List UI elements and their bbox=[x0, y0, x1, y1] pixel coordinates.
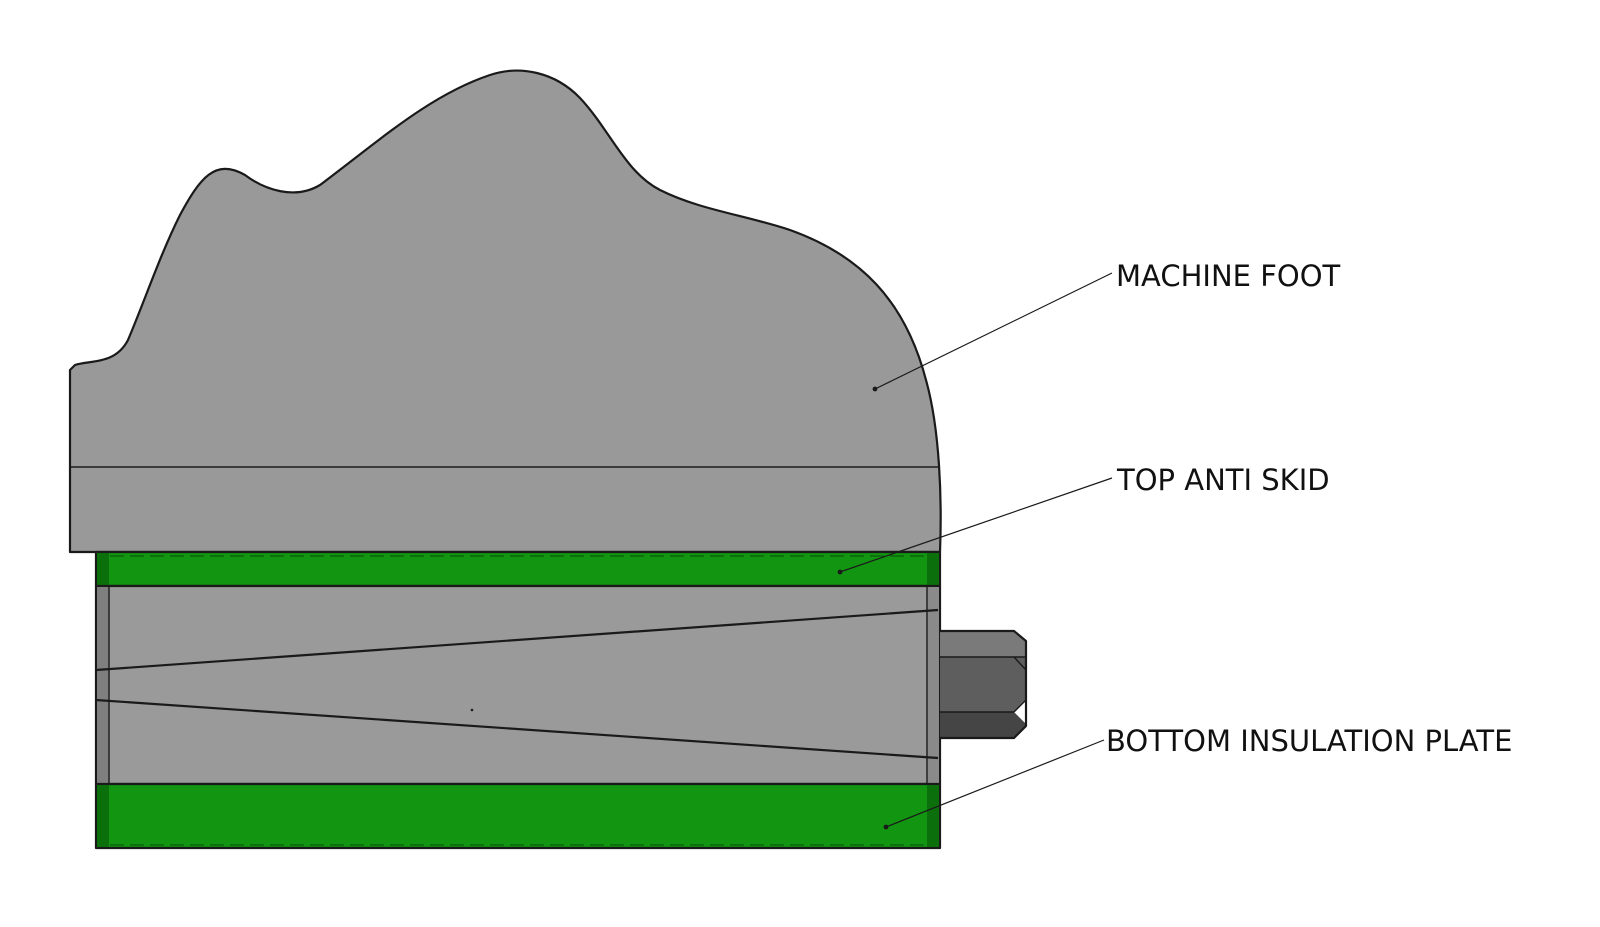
machine-foot-leader-dot bbox=[872, 386, 878, 392]
machine-foot bbox=[68, 69, 942, 554]
wedge-body-right-edge bbox=[927, 587, 939, 783]
bottom-insulation-right-edge bbox=[927, 785, 939, 847]
wedge-mark-dot bbox=[470, 708, 474, 712]
bolt-middle-face bbox=[940, 657, 1026, 712]
bottom-insulation-leader-dot bbox=[883, 824, 889, 830]
bottom-insulation-plate bbox=[94, 782, 942, 850]
machine-foot-leader bbox=[874, 272, 1113, 390]
lower-wedge-line bbox=[95, 698, 939, 760]
adjusting-bolt bbox=[940, 629, 1028, 740]
bottom-insulation-leader bbox=[885, 739, 1105, 828]
top-anti-skid-leader-dot bbox=[837, 569, 843, 575]
upper-wedge-line bbox=[95, 608, 939, 672]
top-anti-skid-layer bbox=[94, 550, 942, 588]
label-top-anti-skid: TOP ANTI SKID bbox=[1116, 463, 1330, 497]
top-anti-skid-right-edge bbox=[927, 553, 939, 585]
wedge-body bbox=[94, 584, 942, 786]
wedge-body-left-edge bbox=[97, 587, 109, 783]
label-bottom-insulation-plate: BOTTOM INSULATION PLATE bbox=[1106, 724, 1512, 758]
top-anti-skid-leader bbox=[839, 477, 1113, 573]
bolt-bottom-face bbox=[940, 712, 1026, 738]
top-anti-skid-left-edge bbox=[97, 553, 109, 585]
bottom-insulation-left-edge bbox=[97, 785, 109, 847]
bolt-chamfer bbox=[1013, 656, 1027, 713]
bolt-top-face bbox=[940, 631, 1026, 657]
label-machine-foot: MACHINE FOOT bbox=[1116, 259, 1341, 293]
